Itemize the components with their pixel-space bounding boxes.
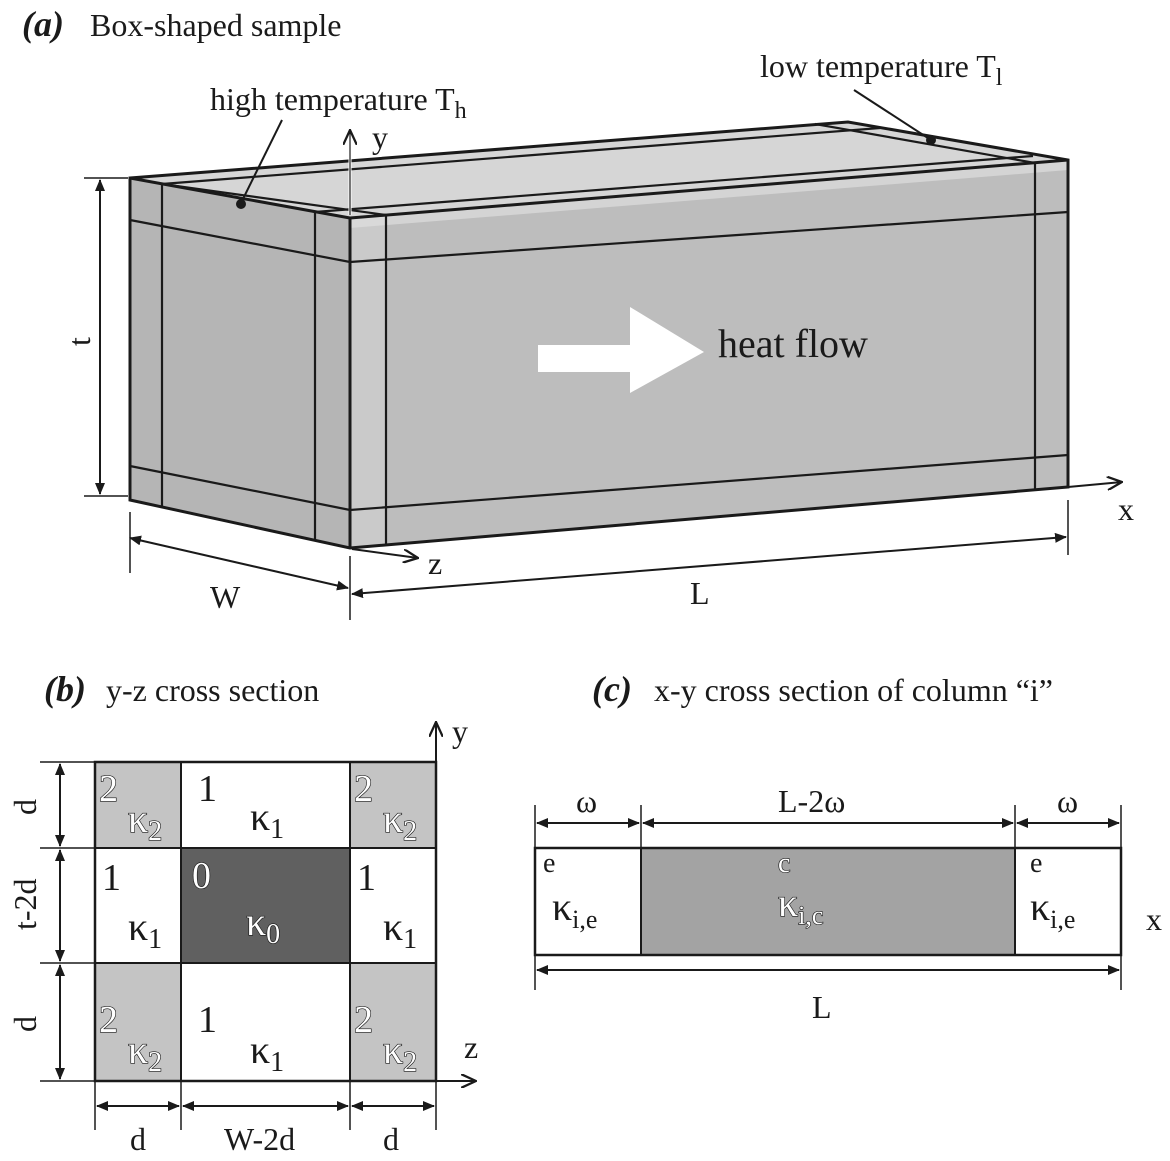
box-left-face — [130, 178, 350, 548]
low-temp-dot — [926, 135, 936, 145]
high-temp-dot — [236, 199, 246, 209]
region-num: 2 — [99, 768, 118, 810]
region-e-left: e — [543, 848, 555, 879]
heat-flow-arrow — [538, 307, 704, 393]
region-num: 2 — [354, 999, 373, 1041]
region-bottom-right: 2 κ2 — [353, 998, 417, 1078]
region-top-right: 2 κ2 — [353, 767, 417, 847]
panel-a-letter: (a) — [22, 4, 64, 44]
top-line-4 — [814, 122, 1036, 165]
axis-y-label: y — [372, 119, 388, 155]
region-num: 1 — [102, 857, 121, 899]
box-edge-top-right — [349, 158, 1069, 220]
region-bottom: 1 κ1 — [198, 999, 284, 1078]
panel-a-title: Box-shaped sample — [90, 7, 342, 43]
axis-x-c-label: x — [1146, 901, 1162, 937]
cell-edge-right — [350, 848, 436, 963]
region-num: 0 — [192, 855, 211, 897]
region-num: 1 — [357, 857, 376, 899]
dim-w-arrow — [129, 535, 349, 591]
region-top: 1 κ1 — [198, 768, 284, 845]
high-temp-leader — [240, 119, 283, 204]
region-c: c — [778, 848, 790, 879]
kappa-symbol: κ1 — [128, 904, 162, 955]
kappa-symbol: κ2 — [128, 796, 162, 847]
heat-flow-label: heat flow — [718, 321, 868, 366]
box-top-face — [130, 122, 1068, 218]
dim-l-c-label: L — [812, 989, 832, 1025]
panel-b: (b) y-z cross section y z 2 κ2 2 κ2 — [7, 669, 478, 1157]
axis-x-label: x — [1118, 491, 1134, 527]
cross-section-outline — [93, 760, 438, 1083]
dim-l-label: L — [690, 575, 710, 611]
x-axis-arrow — [1067, 482, 1122, 487]
left-face-line-top — [129, 210, 1069, 264]
kappa-ie-right: κi,e — [1030, 884, 1075, 934]
column-end-right — [1015, 848, 1121, 955]
front-left-band — [350, 215, 386, 548]
dim-omega-right-label: ω — [1057, 783, 1078, 819]
region-num: 2 — [99, 999, 118, 1041]
dim-d-top-label: d — [7, 799, 43, 815]
region-core: 0 κ0 — [191, 854, 280, 950]
kappa-symbol: κ1 — [383, 904, 417, 955]
dim-l-arrow — [351, 532, 1067, 599]
dim-w2d-label: W-2d — [224, 1121, 295, 1157]
kappa-ie-left: κi,e — [552, 884, 597, 934]
axis-y-b-label: y — [452, 713, 468, 749]
high-temp-label: high temperature Th — [210, 81, 467, 124]
axis-z-b-label: z — [464, 1029, 478, 1065]
box-front-face — [350, 160, 1068, 548]
top-line-1 — [161, 126, 881, 186]
panel-c-letter: (c) — [592, 669, 632, 709]
cell-corner-bottom-right — [350, 963, 436, 1081]
low-temp-leader — [853, 89, 932, 141]
dim-l2omega-label: L-2ω — [778, 783, 845, 819]
top-line-2 — [314, 154, 1034, 214]
panel-c-title: x-y cross section of column “i” — [654, 672, 1053, 708]
region-bottom-left: 2 κ2 — [98, 998, 162, 1078]
z-axis-arrow — [351, 548, 418, 558]
dim-d-right-label: d — [383, 1121, 399, 1157]
dim-t2d-label: t-2d — [7, 878, 43, 930]
cell-corner-top-left — [95, 762, 181, 848]
panel-b-letter: (b) — [44, 669, 86, 709]
cell-core — [181, 848, 350, 963]
panel-c: (c) x-y cross section of column “i” x e … — [533, 669, 1162, 1025]
column-end-left — [535, 848, 641, 955]
column-outline — [533, 846, 1123, 957]
kappa-symbol: κ0 — [246, 899, 280, 950]
dim-d-bottom-label: d — [7, 1016, 43, 1032]
region-right: 1 κ1 — [357, 857, 417, 955]
region-num: 2 — [354, 768, 373, 810]
region-left: 1 κ1 — [102, 857, 162, 955]
cell-corner-bottom-left — [95, 963, 181, 1081]
panel-a: (a) Box-shaped sample heat flow — [22, 4, 1134, 620]
cell-edge-top — [181, 762, 350, 848]
axis-z-label: z — [428, 545, 442, 581]
dim-t-label: t — [61, 337, 97, 346]
region-num: 1 — [198, 999, 217, 1041]
column-center — [641, 848, 1015, 955]
left-face-line-bottom — [129, 453, 1069, 512]
region-top-left: 2 κ2 — [98, 767, 162, 847]
kappa-symbol: κ2 — [383, 1027, 417, 1078]
kappa-ic: κi,c — [778, 880, 823, 930]
dim-d-left-label: d — [130, 1121, 146, 1157]
dim-omega-left-label: ω — [576, 783, 597, 819]
kappa-symbol: κ1 — [250, 1027, 284, 1078]
top-front-band — [350, 160, 1068, 228]
dim-w-label: W — [210, 579, 241, 615]
kappa-symbol: κ1 — [250, 794, 284, 845]
region-e-right: e — [1030, 848, 1042, 879]
cell-edge-left — [95, 848, 181, 963]
low-temp-label: low temperature Tl — [760, 48, 1003, 91]
kappa-symbol: κ2 — [128, 1027, 162, 1078]
region-num: 1 — [198, 768, 217, 810]
cell-corner-top-right — [350, 762, 436, 848]
cell-edge-bottom — [181, 963, 350, 1081]
panel-b-title: y-z cross section — [106, 672, 319, 708]
kappa-symbol: κ2 — [383, 796, 417, 847]
